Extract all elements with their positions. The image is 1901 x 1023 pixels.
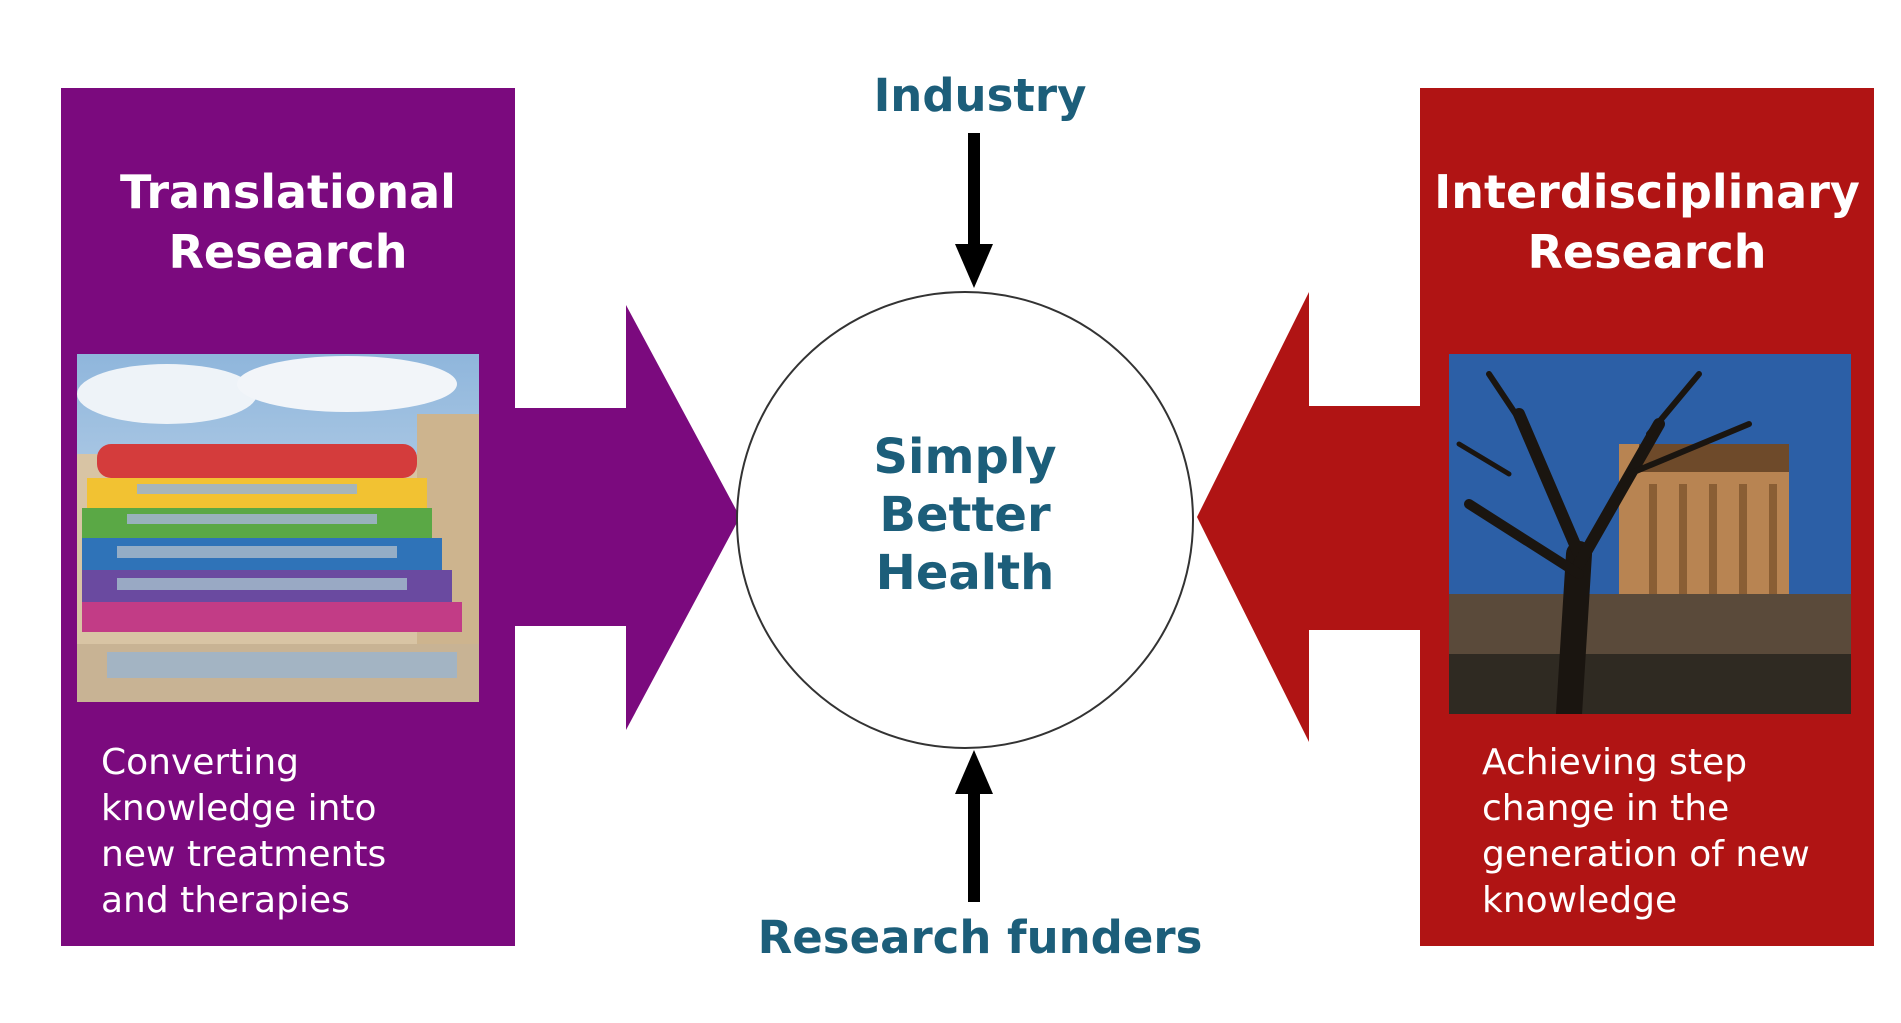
right-desc-line: generation of new: [1482, 834, 1810, 875]
left-title-line2: Research: [168, 225, 408, 279]
right-desc-line: Achieving step: [1482, 742, 1748, 783]
right-title-line2: Research: [1527, 225, 1767, 279]
right-title-line1: Interdisciplinary: [1434, 165, 1860, 219]
left-desc-line: knowledge into: [101, 788, 377, 829]
research-funders-label: Research funders: [757, 911, 1203, 964]
industry-arrow: [955, 133, 993, 288]
center-line1: Simply: [873, 429, 1057, 485]
center-line2: Better: [879, 487, 1051, 543]
right-big-arrow: [1197, 292, 1420, 742]
left-panel-description: Converting knowledge into new treatments…: [101, 740, 481, 924]
right-panel-title: Interdisciplinary Research: [1420, 162, 1874, 282]
center-goal-label: Simply Better Health: [800, 428, 1130, 602]
left-title-line1: Translational: [120, 165, 456, 219]
left-desc-line: new treatments: [101, 834, 387, 875]
center-line3: Health: [875, 545, 1055, 601]
colorful-building-photo: [77, 354, 479, 702]
industry-label: Industry: [873, 69, 1087, 122]
tree-and-building-photo: [1449, 354, 1851, 714]
left-big-arrow: [515, 305, 740, 730]
left-desc-line: Converting: [101, 742, 300, 783]
funders-arrow: [955, 750, 993, 902]
center-circle: [736, 291, 1194, 749]
translational-research-panel: Translational Research: [61, 88, 515, 946]
right-desc-line: change in the: [1482, 788, 1730, 829]
left-desc-line: and therapies: [101, 880, 350, 921]
interdisciplinary-research-panel: Interdisciplinary Research: [1420, 88, 1874, 946]
right-panel-description: Achieving step change in the generation …: [1482, 740, 1862, 924]
right-desc-line: knowledge: [1482, 880, 1678, 921]
left-panel-title: Translational Research: [61, 162, 515, 282]
